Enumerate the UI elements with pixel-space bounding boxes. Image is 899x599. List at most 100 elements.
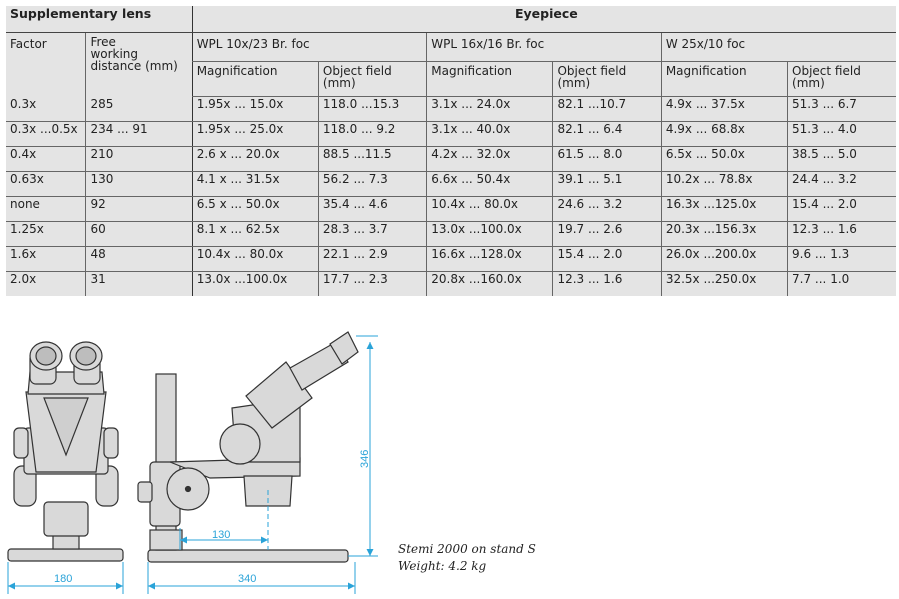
magnification-cell: 8.1 x ... 62.5x [191,221,319,247]
microscope-drawing: 180 340 130 346 [7,331,378,594]
factor-cell: none [6,196,86,222]
object-field-cell: 35.4 ... 4.6 [317,196,427,222]
front-body-facet [43,397,89,457]
front-knob-right-small [103,427,119,459]
table-row: 0.63x 130 4.1 x ... 31.5x 56.2 ... 7.3 6… [6,171,896,197]
front-column [52,534,80,550]
magnification-cell: 4.9x ... 37.5x [660,96,788,122]
working-distance-cell: 48 [85,246,193,272]
side-eyepiece-tube [289,341,349,391]
object-field-header: Object field(mm) [317,61,427,97]
magnification-cell: 3.1x ... 40.0x [426,121,553,147]
table-row: 0.4x 210 2.6 x ... 20.0x 88.5 ...11.5 4.… [6,146,896,172]
figure-caption: Stemi 2000 on stand S Weight: 4.2 kg [398,541,536,575]
magnification-header: Magnification [191,61,319,97]
magnification-cell: 20.3x ...156.3x [660,221,788,247]
eyepiece-1-header: WPL 10x/23 Br. foc [191,32,427,62]
caption-model: Stemi 2000 on stand S [398,542,536,556]
working-distance-cell: 285 [85,96,193,122]
side-column-foot [149,529,183,551]
magnification-cell: 32.5x ...250.0x [660,271,788,296]
object-field-header: Object field(mm) [787,61,896,97]
factor-cell: 1.25x [6,221,86,247]
side-view [137,331,359,563]
magnification-cell: 16.6x ...128.0x [426,246,553,272]
factor-cell: 0.4x [6,146,86,172]
magnification-cell: 10.4x ... 80.0x [426,196,553,222]
table-row: 1.6x 48 10.4x ... 80.0x 22.1 ... 2.9 16.… [6,246,896,272]
front-focus-housing [43,501,89,537]
object-field-cell: 24.6 ... 3.2 [552,196,662,222]
dim-height-label: 346 [359,450,371,468]
object-field-cell: 17.7 ... 2.3 [317,271,427,296]
caption-weight: Weight: 4.2 kg [398,559,487,573]
object-field-cell: 51.3 ... 4.0 [787,121,896,147]
object-field-cell: 19.7 ... 2.6 [552,221,662,247]
dim-side-label: 340 [238,573,256,585]
table-row: none 92 6.5 x ... 50.0x 35.4 ... 4.6 10.… [6,196,896,222]
table-title-row: Supplementary lens Eyepiece [6,6,896,33]
magnification-cell: 6.5 x ... 50.0x [191,196,319,222]
dim-front-label: 180 [54,573,72,585]
magnification-cell: 1.95x ... 25.0x [191,121,319,147]
table-row: 0.3x ...0.5x 234 ... 91 1.95x ... 25.0x … [6,121,896,147]
object-field-cell: 12.3 ... 1.6 [552,271,662,296]
object-field-cell: 38.5 ... 5.0 [787,146,896,172]
object-field-cell: 15.4 ... 2.0 [552,246,662,272]
side-zoom-knob [219,423,261,465]
table-row: 1.25x 60 8.1 x ... 62.5x 28.3 ... 3.7 13… [6,221,896,247]
magnification-cell: 13.0x ...100.0x [426,221,553,247]
factor-header: Factor [10,37,47,51]
object-field-cell: 88.5 ...11.5 [317,146,427,172]
magnification-cell: 4.9x ... 68.8x [660,121,788,147]
magnification-cell: 4.1 x ... 31.5x [191,171,319,197]
magnification-cell: 1.95x ... 15.0x [191,96,319,122]
dimension-labels: 180 340 130 346 [54,450,371,585]
magnification-cell: 2.6 x ... 20.0x [191,146,319,172]
factor-cell: 1.6x [6,246,86,272]
magnification-cell: 10.2x ... 78.8x [660,171,788,197]
object-field-cell: 15.4 ... 2.0 [787,196,896,222]
magnification-cell: 10.4x ... 80.0x [191,246,319,272]
magnification-header: Magnification [426,61,553,97]
magnification-cell: 4.2x ... 32.0x [426,146,553,172]
dim-reach-label: 130 [212,529,230,541]
factor-cell: 0.3x [6,96,86,122]
object-field-cell: 7.7 ... 1.0 [787,271,896,296]
object-field-cell: 118.0 ...15.3 [317,96,427,122]
magnification-cell: 13.0x ...100.0x [191,271,319,296]
side-focus-knob-center [184,485,192,493]
eyepiece-3-header: W 25x/10 foc [660,32,896,62]
object-field-cell: 9.6 ... 1.3 [787,246,896,272]
front-knob-left-small [13,427,29,459]
object-field-cell: 12.3 ... 1.6 [787,221,896,247]
working-distance-cell: 31 [85,271,193,296]
object-field-header: Object field(mm) [552,61,662,97]
factor-cell: 0.3x ...0.5x [6,121,86,147]
object-field-cell: 51.3 ... 6.7 [787,96,896,122]
table-column-header-row: Magnification Object field(mm) Magnifica… [6,61,896,97]
object-field-cell: 24.4 ... 3.2 [787,171,896,197]
eyepiece-header: Eyepiece [191,6,896,33]
table-row: 2.0x 31 13.0x ...100.0x 17.7 ... 2.3 20.… [6,271,896,296]
side-eyecup [329,331,359,365]
working-distance-cell: 130 [85,171,193,197]
working-distance-cell: 92 [85,196,193,222]
magnification-cell: 6.6x ... 50.4x [426,171,553,197]
object-field-cell: 56.2 ... 7.3 [317,171,427,197]
eyepiece-2-header: WPL 16x/16 Br. foc [426,32,662,62]
magnification-cell: 26.0x ...200.0x [660,246,788,272]
table-row: 0.3x 285 1.95x ... 15.0x 118.0 ...15.3 3… [6,96,896,122]
side-clamp-screw [137,481,153,503]
magnification-header: Magnification [660,61,788,97]
working-distance-cell: 234 ... 91 [85,121,193,147]
side-base-plate [147,549,349,563]
object-field-cell: 118.0 ... 9.2 [317,121,427,147]
front-eyecup-left-inner [35,346,57,366]
working-distance-cell: 60 [85,221,193,247]
factor-cell: 2.0x [10,272,37,286]
dimensions [7,335,378,594]
